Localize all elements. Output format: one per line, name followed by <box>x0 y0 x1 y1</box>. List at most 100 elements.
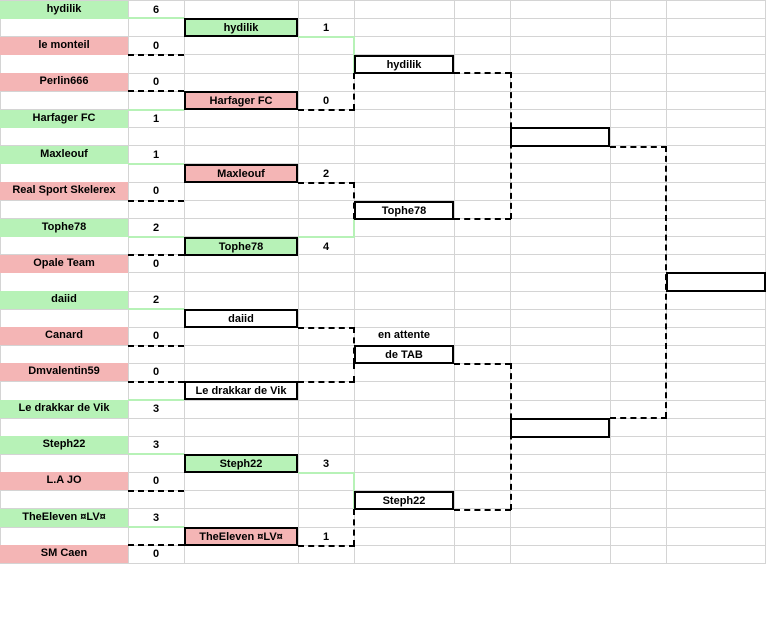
connector-winner <box>128 109 184 111</box>
team-cell[interactable]: Perlin666 <box>0 73 128 91</box>
connector-dashed <box>128 90 184 92</box>
team-cell[interactable]: Steph22 <box>0 436 128 454</box>
team-cell[interactable]: Tophe78 <box>0 219 128 237</box>
team-cell[interactable]: daiid <box>0 291 128 309</box>
connector-dashed <box>128 544 184 546</box>
connector-winner <box>128 236 184 238</box>
connector-winner <box>353 36 355 73</box>
team-cell[interactable]: Le drakkar de Vik <box>0 400 128 418</box>
grid-column-line <box>454 0 455 564</box>
connector-dashed <box>454 509 511 511</box>
team-cell[interactable]: TheEleven ¤LV¤ <box>184 527 298 546</box>
grid-row-line <box>0 91 766 92</box>
team-cell[interactable]: Harfager FC <box>0 110 128 128</box>
grid-column-line <box>298 0 299 564</box>
team-cell[interactable]: TheEleven ¤LV¤ <box>0 509 128 527</box>
score-cell[interactable]: 4 <box>322 241 330 253</box>
score-cell[interactable]: 3 <box>322 458 330 470</box>
score-cell[interactable]: 1 <box>152 149 160 161</box>
final-slot[interactable] <box>666 272 766 292</box>
connector-winner <box>128 399 184 401</box>
grid-row-line <box>0 327 766 328</box>
score-cell[interactable]: 6 <box>152 4 160 16</box>
semifinal-slot[interactable] <box>510 127 610 147</box>
score-cell[interactable]: 0 <box>152 76 160 88</box>
team-cell[interactable]: Tophe78 <box>354 201 454 220</box>
connector-dashed <box>353 509 355 546</box>
score-cell[interactable]: 0 <box>152 185 160 197</box>
score-cell[interactable]: 0 <box>152 330 160 342</box>
team-cell[interactable]: Maxleouf <box>184 164 298 183</box>
team-cell[interactable]: Maxleouf <box>0 146 128 164</box>
connector-dashed <box>353 182 355 219</box>
connector-winner <box>353 472 355 509</box>
score-cell[interactable]: 1 <box>322 531 330 543</box>
connector-winner <box>128 453 184 455</box>
connector-dashed <box>128 200 184 202</box>
team-cell[interactable]: Le drakkar de Vik <box>184 381 298 400</box>
team-cell[interactable]: Harfager FC <box>184 91 298 110</box>
grid-row-line <box>0 400 766 401</box>
grid-row-line <box>0 254 766 255</box>
connector-dashed <box>128 345 184 347</box>
team-cell[interactable]: SM Caen <box>0 545 128 563</box>
team-cell[interactable]: L.A JO <box>0 472 128 490</box>
team-cell[interactable]: Steph22 <box>184 454 298 473</box>
grid-row-line <box>0 145 766 146</box>
score-cell[interactable]: 1 <box>152 113 160 125</box>
score-cell[interactable]: 0 <box>152 258 160 270</box>
team-cell[interactable]: Tophe78 <box>184 237 298 256</box>
grid-row-line <box>0 291 766 292</box>
team-cell[interactable]: hydilik <box>0 1 128 19</box>
connector-winner <box>298 36 355 38</box>
team-cell[interactable]: Opale Team <box>0 255 128 273</box>
connector-dashed <box>454 363 511 365</box>
connector-winner <box>128 163 184 165</box>
connector-winner <box>128 17 184 19</box>
connector-dashed <box>128 381 184 383</box>
team-cell[interactable]: Dmvalentin59 <box>0 363 128 381</box>
score-cell[interactable]: 0 <box>152 40 160 52</box>
grid-row-line <box>0 418 766 419</box>
score-cell[interactable]: 3 <box>152 439 160 451</box>
grid-column-line <box>0 0 1 564</box>
grid-row-line <box>0 563 766 564</box>
score-cell[interactable]: 2 <box>322 168 330 180</box>
semifinal-slot[interactable] <box>510 418 610 438</box>
connector-dashed <box>128 54 184 56</box>
score-cell[interactable]: 0 <box>152 366 160 378</box>
score-cell[interactable]: 0 <box>322 95 330 107</box>
grid-row-line <box>0 272 766 273</box>
score-cell[interactable]: 3 <box>152 512 160 524</box>
team-cell[interactable]: de TAB <box>354 345 454 364</box>
grid-row-line <box>0 163 766 164</box>
score-cell[interactable]: 2 <box>152 222 160 234</box>
connector-dashed <box>298 327 355 329</box>
team-cell[interactable]: Real Sport Skelerex <box>0 182 128 200</box>
grid-row-line <box>0 109 766 110</box>
connector-dashed <box>454 218 511 220</box>
team-cell[interactable]: hydilik <box>184 18 298 37</box>
grid-row-line <box>0 236 766 237</box>
score-cell[interactable]: 3 <box>152 403 160 415</box>
grid-row-line <box>0 309 766 310</box>
connector-dashed <box>454 72 511 74</box>
grid-row-line <box>0 36 766 37</box>
score-cell[interactable]: 1 <box>322 22 330 34</box>
connector-dashed <box>353 73 355 110</box>
team-cell[interactable]: Canard <box>0 327 128 345</box>
grid-row-line <box>0 454 766 455</box>
connector-dashed <box>610 146 667 148</box>
team-cell[interactable]: hydilik <box>354 55 454 74</box>
grid-column-line <box>354 0 355 564</box>
team-cell[interactable]: daiid <box>184 309 298 328</box>
grid-column-line <box>610 0 611 564</box>
connector-winner <box>298 472 355 474</box>
team-cell[interactable]: le monteil <box>0 37 128 55</box>
team-cell[interactable]: Steph22 <box>354 491 454 510</box>
grid-row-line <box>0 18 766 19</box>
connector-dashed <box>298 545 355 547</box>
score-cell[interactable]: 0 <box>152 548 160 560</box>
score-cell[interactable]: 2 <box>152 294 160 306</box>
score-cell[interactable]: 0 <box>152 475 160 487</box>
